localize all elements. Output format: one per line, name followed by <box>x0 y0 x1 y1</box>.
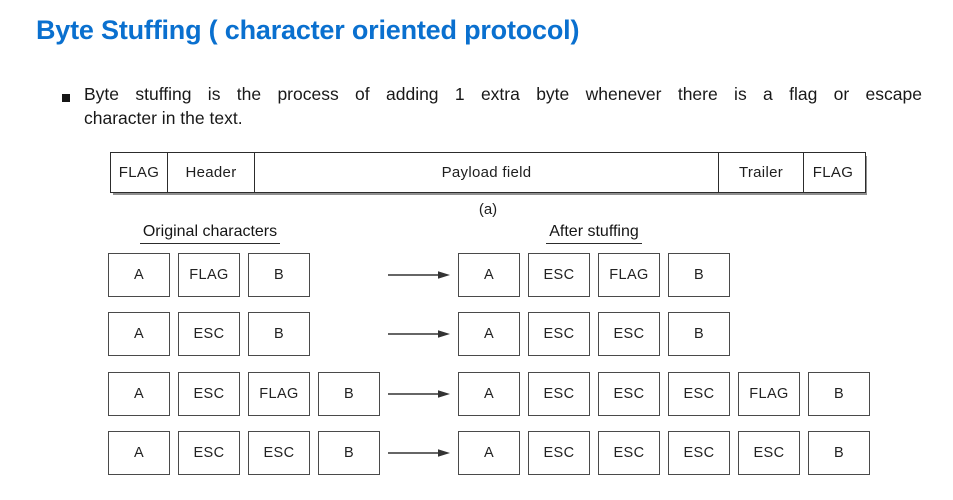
char-box: A <box>458 431 520 475</box>
frame-cell-payload-field: Payload field <box>255 153 719 192</box>
char-box: A <box>458 253 520 297</box>
original-characters-label: Original characters <box>108 223 312 244</box>
char-box: ESC <box>178 431 240 475</box>
frame-cell-trailer: Trailer <box>719 153 804 192</box>
frame-cell-flag: FLAG <box>111 153 168 192</box>
char-box: FLAG <box>598 253 660 297</box>
frame-caption: (a) <box>478 201 498 218</box>
char-box: FLAG <box>178 253 240 297</box>
char-box: A <box>108 253 170 297</box>
arrow-right-icon <box>388 449 450 457</box>
after-stuffing-label: After stuffing <box>458 223 730 244</box>
char-box: B <box>668 312 730 356</box>
char-box: B <box>668 253 730 297</box>
char-box: B <box>248 253 310 297</box>
original-characters-label-text: Original characters <box>139 223 281 244</box>
char-box: A <box>108 431 170 475</box>
char-box: ESC <box>528 312 590 356</box>
bullet-text-line-1: Byte stuffing is the process of adding 1… <box>84 84 922 104</box>
char-box: ESC <box>178 312 240 356</box>
arrow-right-icon <box>388 271 450 279</box>
char-box: ESC <box>528 253 590 297</box>
char-box: B <box>808 372 870 416</box>
char-box: ESC <box>668 372 730 416</box>
char-box: B <box>808 431 870 475</box>
char-box: B <box>318 431 380 475</box>
char-box: A <box>458 372 520 416</box>
bullet-text: Byte stuffing is the process of adding 1… <box>84 83 922 130</box>
arrow-right-icon <box>388 330 450 338</box>
char-box: B <box>318 372 380 416</box>
page-title: Byte Stuffing ( character oriented proto… <box>36 15 580 45</box>
char-box: B <box>248 312 310 356</box>
char-box: ESC <box>738 431 800 475</box>
frame-cell-flag: FLAG <box>812 164 854 181</box>
char-box: ESC <box>598 312 660 356</box>
char-box: ESC <box>598 372 660 416</box>
char-box: A <box>108 372 170 416</box>
arrow-right-icon <box>388 390 450 398</box>
char-box: ESC <box>668 431 730 475</box>
char-box: FLAG <box>738 372 800 416</box>
after-stuffing-label-text: After stuffing <box>546 223 642 244</box>
char-box: ESC <box>528 372 590 416</box>
bullet-square-icon <box>62 94 70 102</box>
bullet-text-line-2: character in the text. <box>84 107 243 128</box>
char-box: A <box>108 312 170 356</box>
char-box: FLAG <box>248 372 310 416</box>
char-box: ESC <box>528 431 590 475</box>
frame-cell-header: Header <box>168 153 255 192</box>
char-box: ESC <box>248 431 310 475</box>
char-box: ESC <box>598 431 660 475</box>
char-box: A <box>458 312 520 356</box>
char-box: ESC <box>178 372 240 416</box>
